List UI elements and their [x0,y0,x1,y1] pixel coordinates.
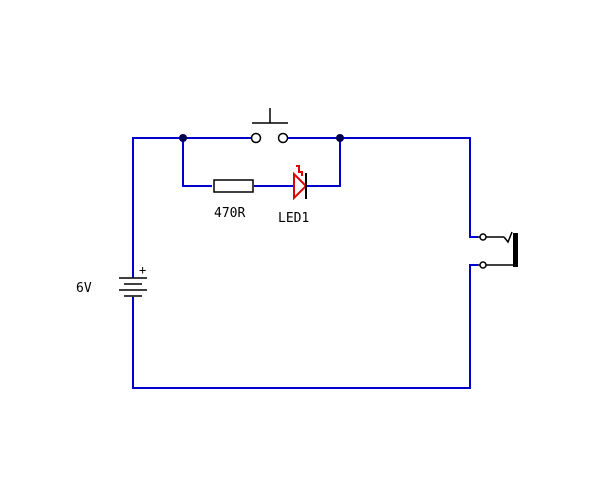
led-emission-arrow [296,165,303,176]
resistor [213,179,254,193]
led [293,165,308,201]
wire-led-to-right-node [306,138,341,187]
push-switch [250,108,289,144]
switch-contact-left [250,132,262,144]
jack-sleeve-bar [513,233,518,267]
wire-right-node-to-jack-top [340,137,478,238]
resistor-body [213,179,254,193]
battery [119,277,147,297]
wire-left-node-to-resistor [182,138,212,187]
jack-pin-top [479,233,487,241]
wire-battery-top-to-left-node [132,137,183,278]
battery-polarity-plus: + [139,263,146,277]
jack-pin-bottom [479,261,487,269]
battery-voltage-label: 6V [76,281,92,296]
jack-spring-contact [503,231,513,244]
junction-dot-left [179,134,187,142]
switch-contact-right [277,132,289,144]
led-label: LED1 [278,211,309,226]
jack-socket [478,231,518,269]
wire-jack-bottom-to-battery [132,264,478,389]
led-anode-triangle [293,171,308,201]
wires [132,137,478,389]
resistor-label: 470R [214,206,245,221]
junction-dot-right [336,134,344,142]
